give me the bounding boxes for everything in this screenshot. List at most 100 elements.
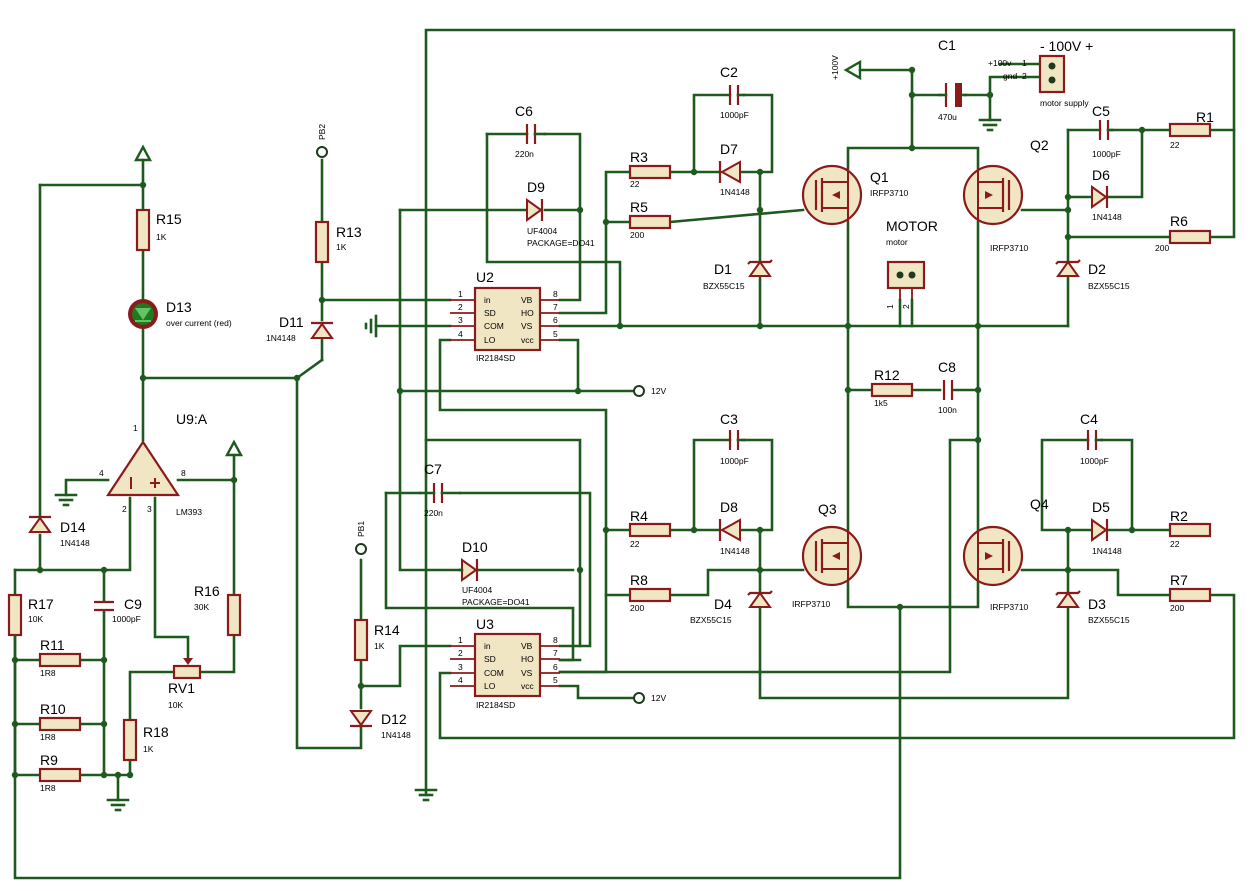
d11-value: 1N4148 xyxy=(266,333,296,343)
diode-d9[interactable]: D9 UF4004 PACKAGE=DO41 xyxy=(526,179,595,248)
c4-value: 1000pF xyxy=(1080,456,1109,466)
r12-value: 1k5 xyxy=(874,398,888,408)
mosfet-q2[interactable]: Q2 IRFP3710 xyxy=(962,137,1049,253)
diode-d10[interactable]: D10 UF4004 PACKAGE=DO41 xyxy=(458,539,530,607)
potentiometer-rv1[interactable]: RV1 10K xyxy=(168,658,202,710)
mosfet-q3[interactable]: Q3 IRFP3710 xyxy=(792,501,863,609)
r12-ref: R12 xyxy=(874,367,900,383)
ground-u2 xyxy=(364,314,378,338)
connector-motor-supply[interactable]: - 100V + motor supply +100v gnd 1 2 xyxy=(988,38,1093,108)
d10-package: PACKAGE=DO41 xyxy=(462,597,530,607)
diode-d11[interactable]: D11 1N4148 xyxy=(266,314,334,343)
diode-d5[interactable]: D5 1N4148 xyxy=(1091,499,1122,556)
ic-u2[interactable]: U2 IR2184SD in SD COM LO VB HO VS vcc 1 … xyxy=(450,269,560,363)
resistor-r3[interactable]: R3 22 xyxy=(628,149,672,189)
c3-value: 1000pF xyxy=(720,456,749,466)
diode-d7[interactable]: D7 1N4148 xyxy=(718,141,750,197)
u9-pin-1: 1 xyxy=(133,423,138,433)
mosfet-q4[interactable]: Q4 IRFP3710 xyxy=(962,496,1049,612)
d13-ref: D13 xyxy=(166,299,192,315)
c5-value: 1000pF xyxy=(1092,149,1121,159)
resistor-r7[interactable]: R7 200 xyxy=(1168,572,1212,613)
capacitor-c3[interactable]: C3 1000pF xyxy=(720,411,749,466)
terminal-pb1[interactable]: PB1 xyxy=(355,521,367,555)
capacitor-c9[interactable]: C9 1000pF xyxy=(94,596,142,624)
opamp-u9[interactable]: U9:A LM393 1 4 8 2 3 xyxy=(99,411,208,517)
d8-value: 1N4148 xyxy=(720,546,750,556)
zener-d2[interactable]: D2 BZX55C15 xyxy=(1055,259,1130,291)
junctions xyxy=(11,66,1146,779)
resistor-r8[interactable]: R8 200 xyxy=(628,572,672,613)
capacitor-c4[interactable]: C4 1000pF xyxy=(1080,411,1109,466)
d6-value: 1N4148 xyxy=(1092,212,1122,222)
resistor-r15[interactable]: R15 1K xyxy=(135,208,182,252)
resistor-r16[interactable]: R16 30K xyxy=(194,583,242,637)
u3-pin-com: COM xyxy=(484,668,504,678)
resistor-r18[interactable]: R18 1K xyxy=(122,718,169,762)
r7-ref: R7 xyxy=(1170,572,1188,588)
u3-pinnum-1: 1 xyxy=(458,635,463,645)
d2-value: BZX55C15 xyxy=(1088,281,1130,291)
zener-d1[interactable]: D1 BZX55C15 xyxy=(703,259,773,291)
resistor-r5[interactable]: R5 200 xyxy=(628,199,672,240)
d12-ref: D12 xyxy=(381,711,407,727)
c6-value: 220n xyxy=(515,149,534,159)
rv1-ref: RV1 xyxy=(168,680,195,696)
r15-ref: R15 xyxy=(156,211,182,227)
resistor-r6[interactable]: R6 200 xyxy=(1155,213,1212,253)
capacitor-c8[interactable]: C8 100n xyxy=(938,359,957,415)
u2-pin-stubs xyxy=(450,299,560,341)
d9-ref: D9 xyxy=(527,179,545,195)
d10-value: UF4004 xyxy=(462,585,493,595)
diode-d8[interactable]: D8 1N4148 xyxy=(718,499,750,556)
zener-d4[interactable]: D4 BZX55C15 xyxy=(690,590,773,625)
mosfet-q1[interactable]: Q1 IRFP3710 xyxy=(801,164,909,226)
capacitor-c7[interactable]: C7 220n xyxy=(418,461,462,518)
resistor-r2[interactable]: R2 22 xyxy=(1168,508,1212,549)
ic-u3[interactable]: U3 IR2184SD in SD COM LO VB HO VS vcc 1 … xyxy=(450,616,560,710)
power-vcc-u9 xyxy=(224,439,244,457)
resistor-r9[interactable]: R9 1R8 xyxy=(38,752,82,793)
resistor-r14[interactable]: R14 1K xyxy=(353,618,400,662)
diode-d14[interactable]: D14 1N4148 xyxy=(28,515,90,548)
u2-pinnum-3: 3 xyxy=(458,315,463,325)
d6-ref: D6 xyxy=(1092,167,1110,183)
c1-ref: C1 xyxy=(938,37,956,53)
resistor-r11[interactable]: R11 1R8 xyxy=(38,637,82,678)
motor-ref: MOTOR xyxy=(886,218,938,234)
resistor-r10[interactable]: R10 1R8 xyxy=(38,701,82,742)
led-d13[interactable]: D13 over current (red) xyxy=(128,299,232,329)
d12-value: 1N4148 xyxy=(381,730,411,740)
resistor-r12[interactable]: R12 1k5 xyxy=(870,367,914,408)
resistor-r1[interactable]: R1 22 xyxy=(1168,109,1214,150)
resistor-r4[interactable]: R4 22 xyxy=(628,508,672,549)
capacitor-c1[interactable]: C1 470u xyxy=(938,37,968,122)
supply-pin-2: 2 xyxy=(1022,71,1027,81)
connector-motor[interactable]: MOTOR motor 1 2 xyxy=(885,218,938,309)
d7-ref: D7 xyxy=(720,141,738,157)
capacitor-c6[interactable]: C6 220n xyxy=(515,103,547,159)
q4-value: IRFP3710 xyxy=(990,602,1029,612)
d4-value: BZX55C15 xyxy=(690,615,732,625)
r17-value: 10K xyxy=(28,614,43,624)
resistor-r13[interactable]: R13 1K xyxy=(314,220,362,264)
capacitor-c2[interactable]: C2 1000pF xyxy=(720,64,749,120)
resistor-r17[interactable]: R17 10K xyxy=(7,593,54,637)
diode-d6[interactable]: D6 1N4148 xyxy=(1091,167,1122,222)
diode-d12[interactable]: D12 1N4148 xyxy=(349,710,411,740)
terminal-12v-bottom[interactable]: 12V xyxy=(633,692,666,704)
terminal-12v-top[interactable]: 12V xyxy=(633,385,666,397)
r10-value: 1R8 xyxy=(40,732,56,742)
d7-value: 1N4148 xyxy=(720,187,750,197)
u3-pinnum-4: 4 xyxy=(458,675,463,685)
u2-value: IR2184SD xyxy=(476,353,515,363)
u2-pinnum-5: 5 xyxy=(553,329,558,339)
u3-pinnum-5: 5 xyxy=(553,675,558,685)
motor-value: motor xyxy=(886,237,908,247)
terminal-pb2[interactable]: PB2 xyxy=(316,124,328,158)
r13-ref: R13 xyxy=(336,224,362,240)
r14-value: 1K xyxy=(374,641,385,651)
zener-d3[interactable]: D3 BZX55C15 xyxy=(1055,590,1130,625)
capacitor-c5[interactable]: C5 1000pF xyxy=(1092,103,1121,159)
